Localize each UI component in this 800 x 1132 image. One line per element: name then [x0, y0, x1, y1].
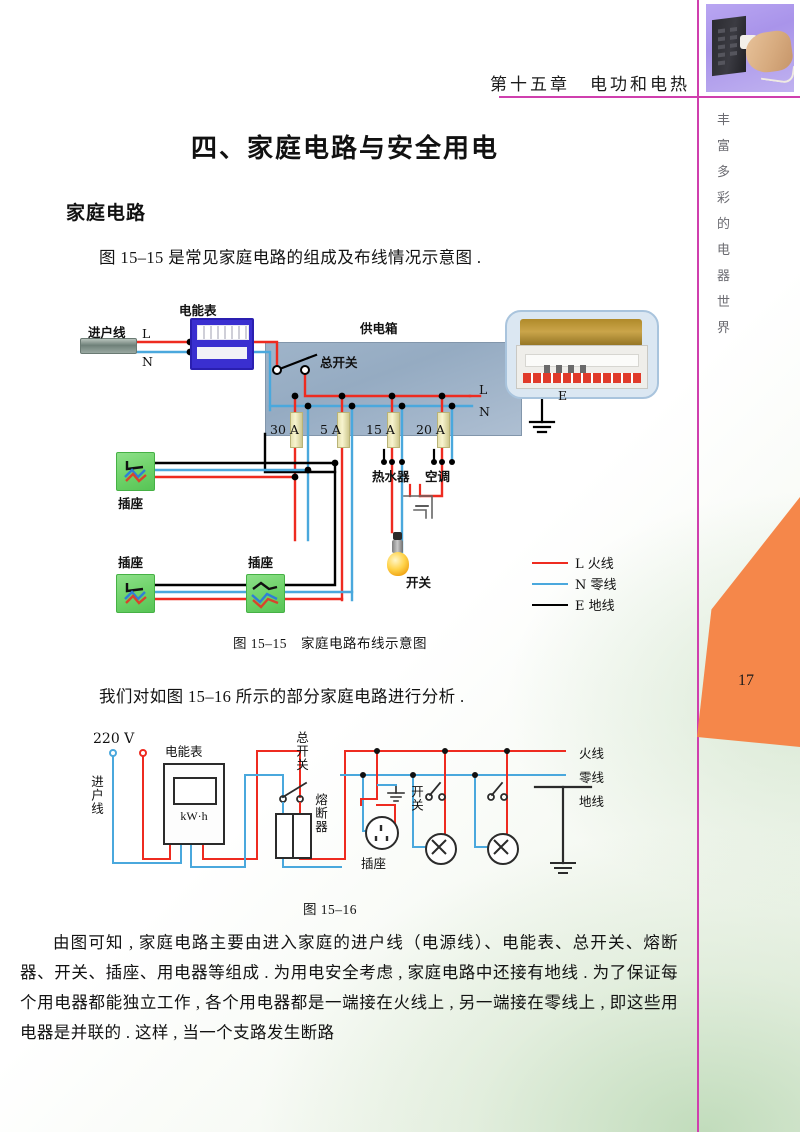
figure-15-15-legend: L 火线 N 零线 E 地线 [532, 552, 617, 615]
energy-meter-symbol: kW·h [163, 763, 225, 845]
side-char: 电 [716, 243, 731, 258]
label-meter: 电能表 [179, 303, 217, 318]
label-line-l: L [142, 326, 151, 341]
label-socket-1: 插座 [118, 496, 144, 511]
electric-meter-icon [190, 318, 254, 370]
label-fuse-20a: 20 A [416, 422, 445, 437]
label-line-n: N [142, 354, 153, 369]
cord-icon [760, 61, 794, 85]
label-socket-3: 插座 [248, 555, 274, 570]
box-lid [520, 319, 642, 347]
distribution-box-photo [505, 310, 659, 399]
label-supply-box: 供电箱 [360, 321, 398, 336]
side-char: 世 [716, 295, 731, 310]
fuse-20a [437, 412, 450, 448]
legend-label-live: L 火线 [575, 557, 614, 572]
fuse-30a [290, 412, 303, 448]
fuse-5a [337, 412, 350, 448]
meter-face [197, 347, 247, 359]
side-char: 界 [716, 321, 731, 336]
label-air-conditioner: 空调 [425, 469, 451, 484]
bulb-base [392, 540, 403, 553]
legend-swatch-live [532, 561, 568, 564]
label-fuse: 熔断器 [313, 793, 328, 834]
label-socket-2: 插座 [118, 555, 144, 570]
plug-photo [706, 4, 794, 92]
chapter-header: 第十五章 电功和电热 [490, 75, 690, 94]
socket-icon-2 [116, 574, 155, 613]
side-char: 的 [716, 217, 731, 232]
meter-unit-label: kW·h [180, 809, 208, 823]
figure-15-15-caption: 图 15–15 家庭电路布线示意图 [232, 636, 428, 651]
margin-rule-vertical [697, 0, 699, 1132]
label-terminal-l: L [479, 382, 488, 397]
legend-swatch-earth [532, 603, 568, 606]
label-meter-2: 电能表 [165, 744, 203, 759]
socket-icon-1 [116, 452, 155, 491]
paragraph-2: 我们对如图 15–16 所示的部分家庭电路进行分析 . [99, 687, 465, 706]
orange-corner-decoration [697, 497, 800, 747]
meter-window [173, 777, 217, 805]
legend-row-e: E 地线 [532, 594, 617, 615]
socket-symbol [365, 816, 399, 850]
lamp-symbol-2 [487, 833, 519, 865]
label-fuse-30a: 30 A [270, 422, 299, 437]
paragraph-3: 由图可知 , 家庭电路主要由进入家庭的进户线（电源线）、电能表、总开关、熔断器、… [20, 933, 678, 1042]
label-water-heater: 热水器 [372, 469, 410, 484]
fuse-symbol-2 [292, 813, 312, 859]
box-body [516, 345, 648, 389]
label-fuse-5a: 5 A [320, 422, 341, 437]
box-terminal-strip [523, 373, 641, 383]
label-inlet: 进户线 [88, 325, 126, 340]
section-heading: 家庭电路 [66, 202, 147, 224]
label-fuse-15a: 15 A [366, 422, 395, 437]
socket-icon-3 [246, 574, 285, 613]
inlet-cable-icon [80, 338, 137, 354]
page-number: 17 [738, 672, 754, 689]
label-live-line: 火线 [579, 746, 605, 761]
side-char: 丰 [716, 113, 731, 128]
paragraph-1: 图 15–15 是常见家庭电路的组成及布线情况示意图 . [99, 248, 482, 267]
label-main-switch-2: 总开关 [294, 731, 309, 772]
label-main-switch: 总开关 [320, 355, 358, 370]
figure-15-15: 进户线 L N 电能表 供电箱 总开关 L N E 30 A 5 A 15 A … [80, 300, 670, 630]
label-terminal-n: N [479, 404, 490, 419]
label-voltage: 220 V [93, 731, 135, 747]
legend-swatch-neutral [532, 582, 568, 585]
legend-label-earth: E 地线 [575, 599, 615, 614]
meter-dial [197, 325, 249, 340]
side-char: 富 [716, 139, 731, 154]
legend-row-l: L 火线 [532, 552, 617, 573]
legend-label-neutral: N 零线 [575, 578, 617, 593]
margin-rule-horizontal [499, 96, 800, 98]
label-switch-2: 开关 [409, 785, 424, 812]
figure-15-16: kW·h 220 V 进户线 电能表 总开关 熔断器 插座 开关 火线 零线 地… [89, 731, 665, 900]
label-socket-symbol: 插座 [361, 856, 387, 871]
side-char: 彩 [716, 191, 731, 206]
light-bulb-icon [387, 552, 409, 576]
label-earth-e: E [558, 388, 568, 403]
lamp-symbol-1 [425, 833, 457, 865]
bulb-neck [393, 532, 402, 540]
side-chapter-label: 丰 富 多 彩 的 电 器 世 界 [703, 108, 745, 342]
figure-15-16-caption: 图 15–16 [302, 902, 358, 917]
page-title: 四、家庭电路与安全用电 [190, 134, 499, 163]
side-char: 多 [716, 165, 731, 180]
label-inlet-2: 进户线 [89, 775, 104, 816]
legend-row-n: N 零线 [532, 573, 617, 594]
fuse-15a [387, 412, 400, 448]
box-breaker-row [525, 354, 639, 374]
side-char: 器 [716, 269, 731, 284]
label-earth-line: 地线 [579, 794, 605, 809]
label-neutral-line: 零线 [579, 770, 605, 785]
label-switch: 开关 [406, 575, 432, 590]
